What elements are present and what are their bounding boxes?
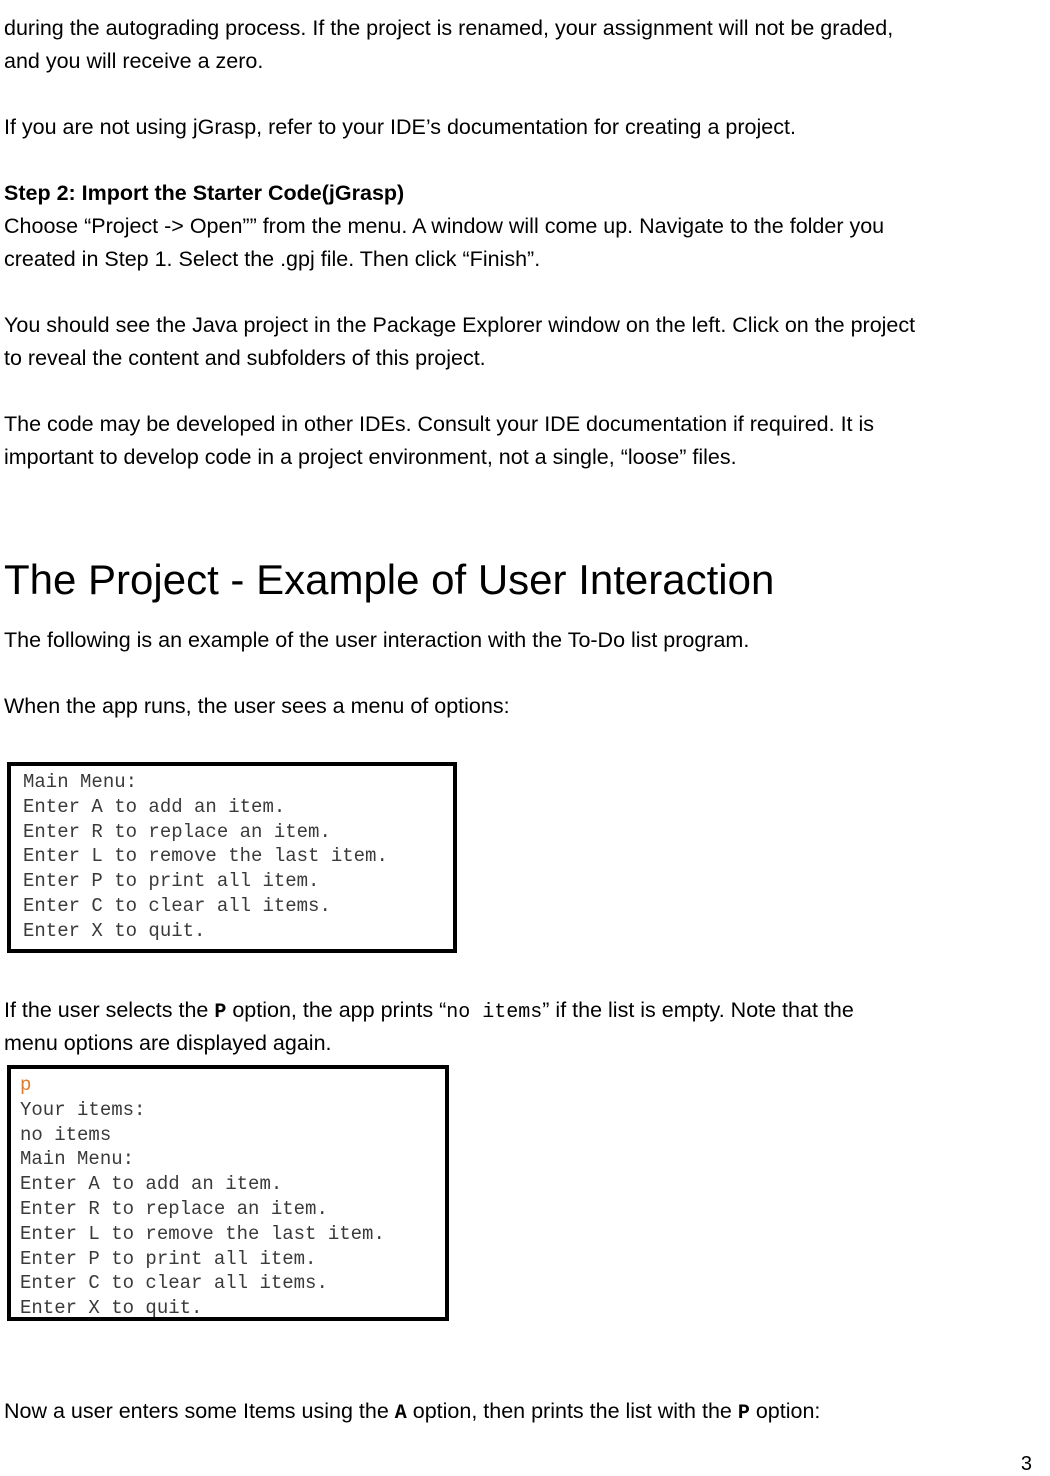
text-run: ” if the list is empty. Note that the [542,998,854,1022]
console-output-main-menu: Main Menu: Enter A to add an item. Enter… [7,762,457,953]
console-line: no items [20,1123,112,1146]
paragraph-line: menu options are displayed again. [4,1031,332,1055]
section-title: The Project - Example of User Interactio… [4,556,775,603]
inline-code: P [214,1001,227,1024]
console-line: Enter A to add an item. [23,795,286,818]
console-line: Enter P to print all item. [23,870,320,893]
text-run: option, the app prints “ [226,998,447,1022]
text-run: option: [749,1399,821,1423]
paragraph-line: important to develop code in a project e… [4,445,737,469]
console-line: Enter L to remove the last item. [23,845,388,868]
console-line: Enter R to replace an item. [23,820,331,843]
console-line: Your items: [20,1098,146,1121]
paragraph-line: When the app runs, the user sees a menu … [4,694,510,718]
console-line: Enter R to replace an item. [20,1197,328,1220]
paragraph-line: If you are not using jGrasp, refer to yo… [4,115,796,139]
console-line: Main Menu: [20,1148,135,1171]
console-line: Enter L to remove the last item. [20,1222,385,1245]
console-line: Enter P to print all item. [20,1247,317,1270]
paragraph-line: during the autograding process. If the p… [4,16,894,40]
paragraph-line: to reveal the content and subfolders of … [4,346,486,370]
step-heading: Step 2: Import the Starter Code(jGrasp) [4,181,405,205]
paragraph-line: Choose “Project -> Open”” from the menu.… [4,214,885,238]
page-number: 3 [1020,1453,1032,1475]
inline-code: no items [446,1001,543,1024]
paragraph-line: and you will receive a zero. [4,49,264,73]
paragraph-line: The code may be developed in other IDEs.… [4,412,875,436]
text-run: Now a user enters some Items using the [4,1399,395,1423]
inline-code: P [737,1402,750,1425]
paragraph-line: If the user selects the P option, the ap… [4,994,854,1029]
console-line: Enter C to clear all items. [23,894,331,917]
text-run: option, then prints the list with the [406,1399,738,1423]
console-input-line: p [20,1074,32,1096]
inline-code: A [394,1402,407,1425]
console-line: Enter A to add an item. [20,1173,283,1196]
console-line: Enter X to quit. [23,919,206,942]
paragraph-line: The following is an example of the user … [4,628,750,652]
console-output-print-empty: p Your items: no items Main Menu: Enter … [7,1065,449,1321]
console-line: Main Menu: [23,771,138,793]
paragraph-line: Now a user enters some Items using the A… [4,1395,820,1430]
paragraph-line: created in Step 1. Select the .gpj file.… [4,247,541,271]
paragraph-line: You should see the Java project in the P… [4,313,916,337]
text-run: If the user selects the [4,998,215,1022]
console-line: Enter C to clear all items. [20,1272,328,1295]
console-line: Enter X to quit. [20,1297,203,1320]
